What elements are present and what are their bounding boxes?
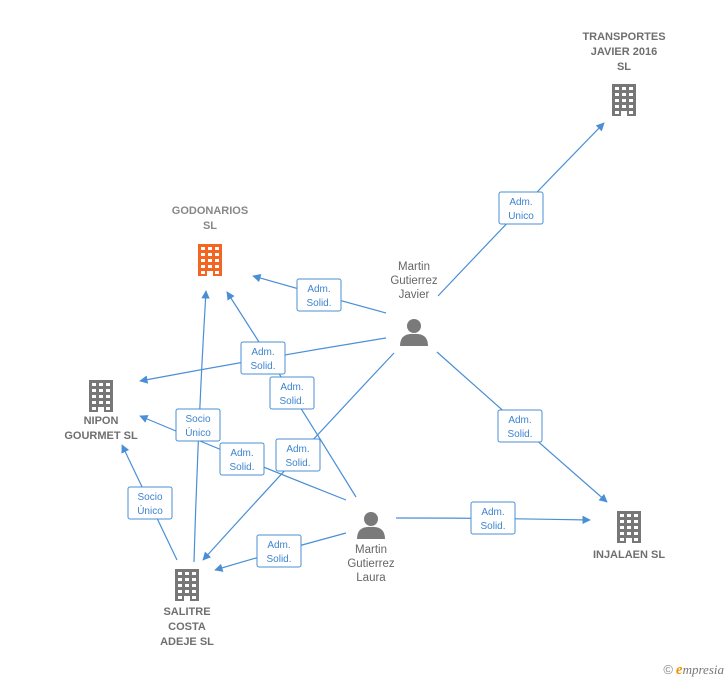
- node-label: JAVIER 2016: [591, 46, 657, 58]
- edges-layer: [121, 122, 608, 572]
- edge-label-text: Solid.: [229, 462, 254, 473]
- edge-label-text: Solid.: [306, 298, 331, 309]
- brand-initial: e: [675, 662, 683, 678]
- node-label: Laura: [356, 572, 386, 584]
- edge-label-box: [269, 376, 315, 410]
- brand-watermark: ©empresia: [663, 662, 724, 679]
- brand-name: mpresia: [682, 662, 724, 677]
- edge-label-box: [275, 438, 321, 472]
- edge-label[interactable]: Adm. Solid.: [256, 534, 302, 568]
- node-label: SL: [203, 220, 217, 232]
- edge-label-text: Adm.: [307, 284, 330, 295]
- node-godonarios[interactable]: GODONARIOS SL: [172, 205, 248, 276]
- node-label: ADEJE SL: [160, 636, 214, 648]
- node-label: Martin: [355, 544, 387, 556]
- edge-label-text: Único: [185, 426, 211, 439]
- person-icon: [357, 512, 385, 539]
- node-label: GOURMET SL: [64, 430, 138, 442]
- edge-label[interactable]: Adm. Solid.: [219, 442, 265, 476]
- node-salitre[interactable]: SALITRE COSTA ADEJE SL: [160, 569, 214, 648]
- edge-label-box: [296, 278, 342, 312]
- edge-label-text: Solid.: [285, 458, 310, 469]
- edge-label[interactable]: Adm. Solid.: [275, 438, 321, 472]
- node-label: Gutierrez: [347, 558, 395, 570]
- edge-label-box: [470, 501, 516, 535]
- edge-label-text: Unico: [508, 211, 534, 222]
- edge-label-text: Adm.: [267, 540, 290, 551]
- person-icon: [400, 319, 428, 346]
- edge-label-text: Adm.: [280, 382, 303, 393]
- edge-label-box: [256, 534, 302, 568]
- edge-label-text: Adm.: [286, 444, 309, 455]
- edge-label-box: [175, 408, 221, 442]
- edge-label-text: Socio: [185, 414, 210, 425]
- building-icon: [612, 84, 636, 116]
- edge-label[interactable]: Adm. Solid.: [240, 341, 286, 375]
- edge-label-text: Solid.: [480, 521, 505, 532]
- node-label: INJALAEN SL: [593, 549, 665, 561]
- node-nipon[interactable]: NIPON GOURMET SL: [64, 380, 138, 442]
- edge-label[interactable]: Adm. Solid.: [296, 278, 342, 312]
- node-label: TRANSPORTES: [582, 31, 665, 43]
- node-label: SALITRE: [163, 606, 210, 618]
- edge-label-text: Adm.: [251, 347, 274, 358]
- edge-label-text: Solid.: [250, 361, 275, 372]
- edge-label-text: Adm.: [481, 507, 504, 518]
- edge-label-box: [219, 442, 265, 476]
- node-label: SL: [617, 61, 631, 73]
- edge-label[interactable]: Adm. Unico: [498, 191, 544, 225]
- edge-label-text: Adm.: [230, 448, 253, 459]
- node-label: GODONARIOS: [172, 205, 248, 217]
- building-icon: [617, 511, 641, 543]
- edge-labels-layer: Adm.UnicoAdm.Solid.Adm.Solid.Adm.Solid.A…: [127, 191, 544, 568]
- edge-label-box: [127, 486, 173, 520]
- copyright-symbol: ©: [663, 662, 673, 677]
- edge-label-text: Adm.: [509, 197, 532, 208]
- node-label: Javier: [399, 289, 430, 301]
- edge-label[interactable]: Adm. Solid.: [497, 409, 543, 443]
- edge-label-text: Adm.: [508, 415, 531, 426]
- node-label: NIPON: [84, 415, 119, 427]
- building-icon: [175, 569, 199, 601]
- building-icon: [198, 244, 222, 276]
- edge-label-text: Solid.: [266, 554, 291, 565]
- building-icon: [89, 380, 113, 412]
- edge-label[interactable]: Adm. Solid.: [269, 376, 315, 410]
- edge-label-text: Único: [137, 504, 163, 517]
- node-label: Gutierrez: [390, 275, 438, 287]
- edge-label-text: Solid.: [279, 396, 304, 407]
- node-label: Martin: [398, 261, 430, 273]
- edge-label-box: [497, 409, 543, 443]
- edge-label-box: [498, 191, 544, 225]
- edge-label[interactable]: Adm. Solid.: [470, 501, 516, 535]
- edge-label-box: [240, 341, 286, 375]
- edge-label-text: Solid.: [507, 429, 532, 440]
- edge-label-text: Socio: [137, 492, 162, 503]
- node-label: COSTA: [168, 621, 206, 633]
- node-injalaen[interactable]: INJALAEN SL: [593, 511, 665, 561]
